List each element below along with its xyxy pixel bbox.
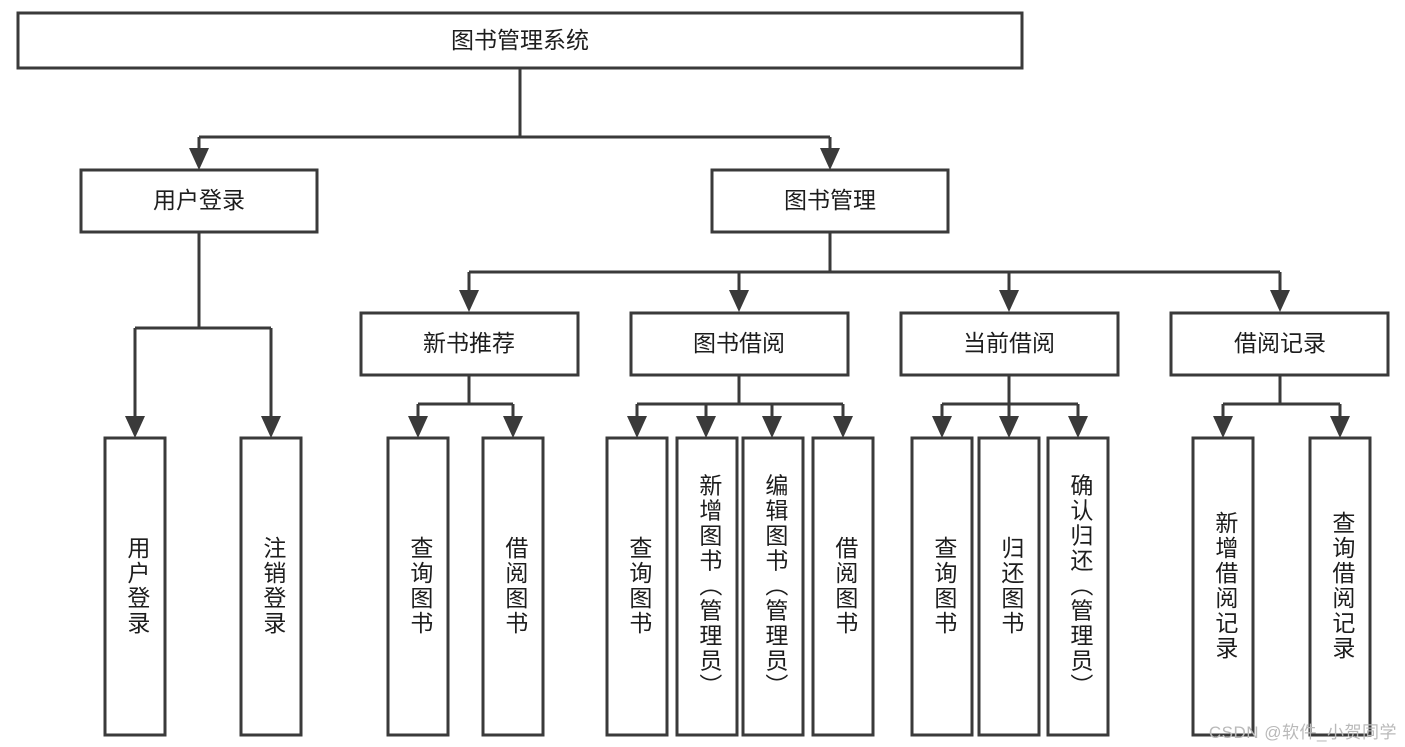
node-leaf-borrow-book-1-box[interactable] [481, 436, 545, 737]
node-current-borrow-box[interactable] [899, 311, 1120, 377]
node-leaf-add-record-box[interactable] [1191, 436, 1255, 737]
node-book-borrow-box[interactable] [629, 311, 850, 377]
node-leaf-user-login[interactable]: 用户登录 [103, 436, 167, 737]
arrow-icon-leaf-add-record [1213, 416, 1233, 438]
arrow-icon-current-borrow [999, 290, 1019, 312]
node-leaf-query-record-box[interactable] [1308, 436, 1372, 737]
arrow-icon-book-manage [820, 148, 840, 170]
node-leaf-user-logout[interactable]: 注销登录 [239, 436, 303, 737]
arrow-icon-leaf-borrow-book-2 [833, 416, 853, 438]
node-leaf-query-book-2-box[interactable] [605, 436, 669, 737]
node-current-borrow[interactable]: 当前借阅 [899, 311, 1120, 377]
arrow-icon-book-borrow [729, 290, 749, 312]
node-leaf-add-book-box[interactable] [675, 436, 739, 737]
node-leaf-borrow-book-2-box[interactable] [811, 436, 875, 737]
arrow-icon-leaf-query-record [1330, 416, 1350, 438]
node-leaf-query-record[interactable]: 查询借阅记录 [1308, 436, 1372, 737]
node-leaf-edit-book-label: 编辑图书（管理员） [762, 474, 789, 699]
node-leaf-add-record-label: 新增借阅记录 [1212, 511, 1239, 661]
node-leaf-query-book-3-box[interactable] [910, 436, 974, 737]
node-leaf-confirm-return-label: 确认归还（管理员） [1067, 474, 1094, 699]
node-root-box[interactable] [16, 11, 1024, 70]
node-new-book-recommend-box[interactable] [359, 311, 580, 377]
node-leaf-return-book-box[interactable] [977, 436, 1041, 737]
node-leaf-edit-book[interactable]: 编辑图书（管理员） [741, 436, 805, 737]
node-new-book-recommend[interactable]: 新书推荐 [359, 311, 580, 377]
node-leaf-query-book-1-box[interactable] [386, 436, 450, 737]
node-book-borrow[interactable]: 图书借阅 [629, 311, 850, 377]
node-leaf-query-book-1[interactable]: 查询图书 [386, 436, 450, 737]
node-leaf-user-logout-box[interactable] [239, 436, 303, 737]
node-leaf-borrow-book-1-label: 借阅图书 [502, 536, 529, 636]
node-borrow-record-label: 借阅记录 [1234, 330, 1326, 356]
node-leaf-query-book-3[interactable]: 查询图书 [910, 436, 974, 737]
node-leaf-query-book-2-label: 查询图书 [626, 536, 653, 636]
connector-layer [125, 68, 1350, 438]
node-book-borrow-label: 图书借阅 [693, 330, 785, 356]
node-leaf-query-book-3-label: 查询图书 [931, 536, 958, 636]
node-leaf-confirm-return-box[interactable] [1046, 436, 1110, 737]
arrow-icon-borrow-record [1270, 290, 1290, 312]
node-user-login-label: 用户登录 [153, 187, 245, 213]
node-leaf-user-login-box[interactable] [103, 436, 167, 737]
node-leaf-user-login-label: 用户登录 [124, 536, 151, 636]
arrow-icon-leaf-confirm-return [1068, 416, 1088, 438]
arrow-icon-leaf-add-book [696, 416, 716, 438]
arrow-icon-user-login [189, 148, 209, 170]
node-user-login-box[interactable] [79, 168, 319, 234]
arrow-icon-leaf-user-logout [261, 416, 281, 438]
node-leaf-confirm-return[interactable]: 确认归还（管理员） [1046, 436, 1110, 737]
node-borrow-record-box[interactable] [1169, 311, 1390, 377]
node-root[interactable]: 图书管理系统 [16, 11, 1024, 70]
node-leaf-edit-book-box[interactable] [741, 436, 805, 737]
arrow-icon-leaf-return-book [999, 416, 1019, 438]
arrow-icon-leaf-query-book-1 [408, 416, 428, 438]
node-leaf-add-record[interactable]: 新增借阅记录 [1191, 436, 1255, 737]
node-current-borrow-label: 当前借阅 [963, 330, 1055, 356]
arrow-icon-leaf-query-book-3 [932, 416, 952, 438]
node-leaf-add-book[interactable]: 新增图书（管理员） [675, 436, 739, 737]
node-leaf-user-logout-label: 注销登录 [260, 536, 287, 636]
node-leaf-borrow-book-2-label: 借阅图书 [832, 536, 859, 636]
arrow-icon-leaf-edit-book [762, 416, 782, 438]
node-book-manage[interactable]: 图书管理 [710, 168, 950, 234]
node-leaf-add-book-label: 新增图书（管理员） [696, 474, 723, 699]
arrow-icon-new-book-recommend [459, 290, 479, 312]
node-book-manage-box[interactable] [710, 168, 950, 234]
node-leaf-borrow-book-1[interactable]: 借阅图书 [481, 436, 545, 737]
node-leaf-return-book-label: 归还图书 [998, 536, 1025, 636]
node-leaf-borrow-book-2[interactable]: 借阅图书 [811, 436, 875, 737]
node-user-login[interactable]: 用户登录 [79, 168, 319, 234]
node-leaf-query-book-2[interactable]: 查询图书 [605, 436, 669, 737]
arrow-icon-leaf-query-book-2 [627, 416, 647, 438]
node-book-manage-label: 图书管理 [784, 187, 876, 213]
node-leaf-query-record-label: 查询借阅记录 [1329, 511, 1356, 661]
node-new-book-recommend-label: 新书推荐 [423, 330, 515, 356]
arrow-icon-leaf-user-login [125, 416, 145, 438]
arrow-icon-leaf-borrow-book-1 [503, 416, 523, 438]
node-borrow-record[interactable]: 借阅记录 [1169, 311, 1390, 377]
node-leaf-query-book-1-label: 查询图书 [407, 536, 434, 636]
node-leaf-return-book[interactable]: 归还图书 [977, 436, 1041, 737]
node-root-label: 图书管理系统 [451, 27, 589, 53]
